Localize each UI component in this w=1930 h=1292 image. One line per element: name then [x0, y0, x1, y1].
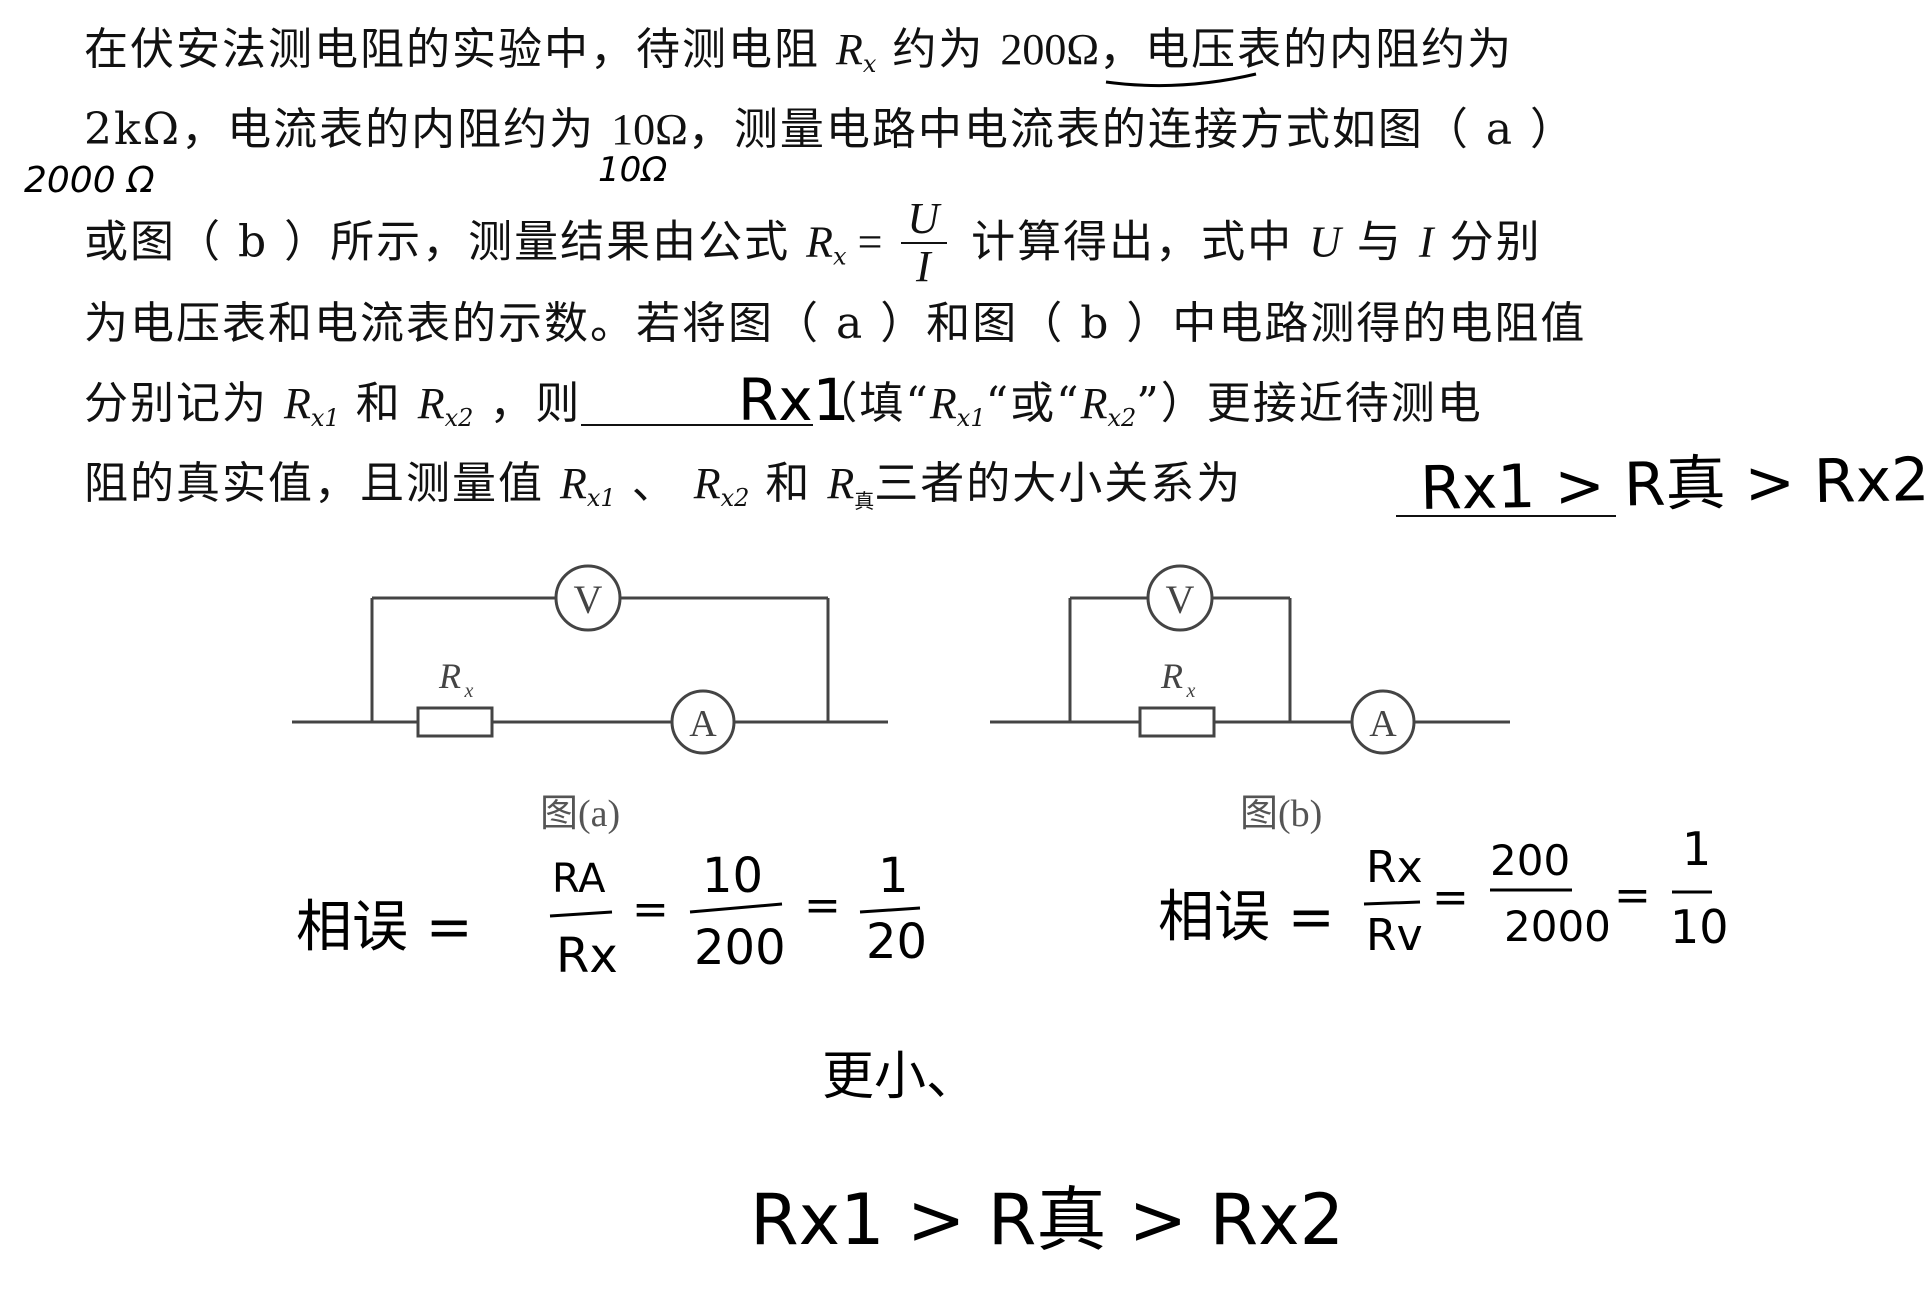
hw-error-a-label: 相误 =: [296, 895, 473, 960]
hw-error-a-num2: 10: [702, 848, 764, 904]
resistor-b-sub: x: [1186, 680, 1196, 702]
hw-error-a-eq1: =: [632, 884, 669, 935]
hw-bar-a1: [549, 910, 613, 918]
caption-figure-b: 图(b): [1240, 793, 1323, 835]
hw-conclusion: 更小、: [822, 1047, 979, 1107]
ammeter-b-label: A: [1369, 703, 1397, 745]
ammeter-b: [1350, 689, 1416, 755]
circuit-diagrams: V A V A R x R x: [292, 72, 1712, 918]
hw-bar-a3: [859, 906, 921, 914]
resistance-value: 200Ω: [1000, 25, 1100, 74]
hw-error-b-label: 相误 =: [1158, 885, 1335, 950]
hw-error-b-num: Rx: [1366, 842, 1423, 893]
hw-error-a-den: Rx: [556, 928, 618, 984]
ammeter-a-label: A: [689, 703, 717, 745]
hw-error-a-eq2: =: [804, 880, 841, 931]
hw-error-a-num3: 1: [878, 848, 909, 904]
hw-error-b-num3: 1: [1682, 822, 1712, 876]
hw-answer-1: Rx1: [738, 366, 850, 434]
hw-error-a-den3: 20: [866, 914, 928, 970]
answer-blank-1[interactable]: [581, 384, 814, 426]
hw-error-b-num2: 200: [1490, 836, 1571, 885]
hw-error-b-den2: 2000: [1504, 902, 1611, 951]
voltmeter-a: [554, 564, 622, 632]
resistor-b-label: R: [1160, 656, 1183, 696]
hw-error-b-den: Rv: [1366, 910, 1423, 961]
resistor-a: [416, 706, 494, 738]
problem-line-6: 阻的真实值，且测量值 Rx1 、 Rx2 和 R真三者的大小关系为: [84, 458, 1243, 513]
hw-answer-2: Rx1 > R真 > Rx2: [1419, 445, 1930, 524]
worksheet-page: 在伏安法测电阻的实验中，待测电阻 Rx 约为 200Ω，电压表的内阻约为 2kΩ…: [24, 24, 1930, 1261]
voltmeter-a-label: V: [574, 577, 603, 622]
hw-bar-b1: [1363, 900, 1421, 906]
problem-line-1: 在伏安法测电阻的实验中，待测电阻 Rx 约为 200Ω，电压表的内阻约为: [84, 24, 1514, 78]
resistor-b: [1138, 706, 1216, 738]
voltmeter-b-label: V: [1166, 577, 1195, 622]
hw-rv-note: 2000 Ω: [24, 160, 155, 201]
resistor-a-sub: x: [464, 680, 474, 702]
voltmeter-b: [1146, 564, 1214, 632]
resistor-a-label: R: [438, 656, 461, 696]
hw-error-b-eq2: =: [1614, 870, 1651, 921]
problem-line-5: 分别记为 Rx1 和 Rx2 ，则（填“Rx1“或“Rx2”）更接近待测电: [84, 378, 1483, 432]
problem-line-4: 为电压表和电流表的示数。若将图（ a ）和图（ b ）中电路测得的电阻值: [84, 298, 1587, 349]
hand-underline: [1105, 72, 1257, 88]
hw-bar-a2: [689, 902, 783, 914]
ammeter-a: [670, 689, 736, 755]
problem-line-2: 2kΩ，电流表的内阻约为 10Ω，测量电路中电流表的连接方式如图（ a ）: [84, 104, 1577, 155]
caption-figure-a: 图(a): [540, 793, 621, 835]
hw-error-a-num: RA: [552, 856, 606, 902]
hw-error-a-den2: 200: [694, 920, 786, 976]
hw-error-b-den3: 10: [1670, 900, 1729, 954]
hw-ra-note: 10Ω: [598, 150, 668, 190]
hw-final-relation: Rx1 > R真 > Rx2: [750, 1179, 1345, 1261]
circuit-a: [292, 564, 888, 755]
hw-error-b-eq1: =: [1432, 872, 1469, 923]
circuit-b: [990, 564, 1510, 755]
